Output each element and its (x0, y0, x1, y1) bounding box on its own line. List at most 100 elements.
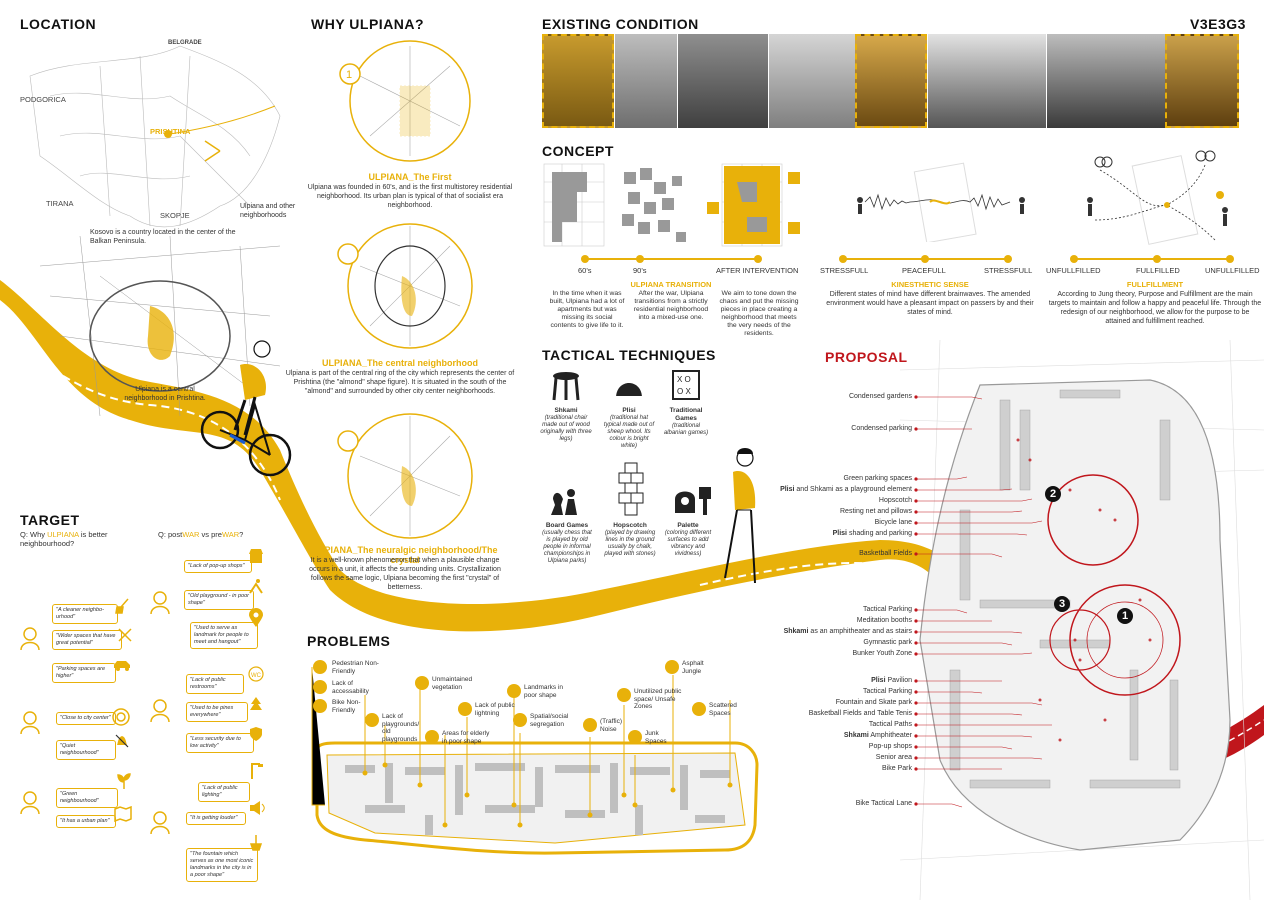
broom-icon (115, 598, 129, 614)
person-avatar-4 (150, 591, 170, 614)
proposal-leader-line (916, 476, 968, 480)
scale-stressfull-1: STRESSFULL (820, 266, 869, 275)
why-first-text: Ulpiana was founded in 60's, and is the … (307, 184, 513, 209)
quote-right-1: "Lack of pop-up shops" (184, 560, 252, 573)
elderly-icon (425, 730, 439, 744)
scale-60s: 60's (578, 266, 592, 275)
photo-2 (615, 34, 677, 128)
problem-scattered: Scattered Spaces (709, 702, 737, 717)
quote-left-7: "It has a urban plan" (56, 815, 116, 828)
concept-title: CONCEPT (542, 143, 614, 159)
proposal-label-3: Green parking spaces (844, 475, 912, 482)
proposal-title: PROPOSAL (825, 349, 908, 365)
problem-pedestrian: Pedestrian Non-Friendly (332, 660, 379, 675)
city-tirana: TIRANA (46, 199, 74, 208)
scale-unfullfilled-2: UNFULLFILLED (1205, 266, 1260, 275)
proposal-leader-line (916, 691, 983, 694)
problem-noise: (Traffic) Noise (600, 718, 623, 733)
plisi-icon (616, 383, 642, 399)
why-first-title: ULPIANA_The First (368, 172, 452, 182)
why-ulpiana-circles: 1 (337, 40, 473, 539)
wc-icon: WC (248, 666, 264, 682)
proposal-leader-line (916, 631, 1023, 634)
proposal-leader-line (916, 488, 1013, 491)
city-skopje: SKOPJE (160, 211, 190, 220)
proposal-label-1: Condensed gardens (849, 393, 912, 400)
tech-board-name: Board Games (545, 522, 589, 529)
proposal-leader-dot (914, 701, 918, 705)
proposal-label-22: Senior area (876, 754, 912, 761)
target-q2-hl2: WAR (221, 530, 240, 539)
target-title: TARGET (20, 512, 80, 528)
target-q1-pre: Q: Why (20, 530, 48, 539)
person-avatar-2 (20, 711, 40, 734)
proposal-label-text: Tactical Parking (862, 606, 912, 613)
target-icon (112, 708, 130, 726)
proposal-label-text: as an amphitheater and as stairs (808, 628, 912, 635)
target-question-2: Q: postWAR vs preWAR? (158, 530, 243, 539)
proposal-label-bold: Plisi (780, 486, 795, 493)
proposal-leader-line (916, 510, 1023, 513)
tech-plisi-label: Plisi(traditional hat typical made out o… (603, 407, 655, 450)
proposal-label-12: Shkami as an amphitheater and as stairs (784, 628, 912, 635)
proposal-label-text: Bunker Youth Zone (852, 650, 912, 657)
proposal-leader-dot (914, 477, 918, 481)
shield-icon (250, 727, 262, 741)
proposal-label-11: Meditation booths (857, 617, 912, 624)
person-avatar-5 (150, 699, 170, 722)
quote-right-3: "Used to serve as landmark for people to… (190, 622, 258, 649)
proposal-leader-dot (914, 488, 918, 492)
proposal-leader-dot (914, 690, 918, 694)
location-caption-kosovo: Kosovo is a country located in the cente… (90, 229, 236, 245)
proposal-label-text: Meditation booths (856, 617, 912, 624)
proposal-leader-dot (914, 630, 918, 634)
proposal-label-text: Basketball Fields (859, 550, 912, 557)
location-map (29, 45, 281, 416)
quote-right-5: "Used to be pines everywhere" (186, 702, 248, 722)
scale-stressfull-2: STRESSFULL (984, 266, 1033, 275)
proposal-leader-dot (914, 552, 918, 556)
proposal-leader-dot (914, 802, 918, 806)
proposal-leader-dot (914, 679, 918, 683)
playground-icon (249, 579, 263, 594)
tech-plisi-desc: (traditional hat typical made out of she… (603, 415, 655, 449)
quote-right-4: "Lack of public restrooms" (186, 674, 244, 694)
quote-right-8: "It is getting louder" (186, 812, 246, 825)
tech-palette-name: Palette (677, 522, 699, 529)
proposal-label-19: Tactical Paths (869, 721, 912, 728)
walking-person-illustration (724, 448, 756, 584)
proposal-label-5: Hopscotch (879, 497, 912, 504)
shkami-icon (552, 372, 580, 401)
asphalt-icon (665, 660, 679, 674)
why-ulpiana-title: WHY ULPIANA? (311, 16, 425, 32)
concept-col2: After the war, Ulpiana transitions from … (633, 290, 709, 321)
scale-90s: 90's (633, 266, 647, 275)
proposal-leader-dot (914, 723, 918, 727)
proposal-label-13: Gymnastic park (863, 639, 912, 646)
proposal-leader-dot (914, 427, 918, 431)
target-question-1: Q: Why ULPIANA is better neighbourhood? (20, 530, 140, 548)
person-avatar-3 (20, 791, 40, 814)
zone-badge-3: 3 (1054, 596, 1070, 612)
existing-title: EXISTING CONDITION (542, 16, 699, 32)
proposal-label-10: Tactical Parking (863, 606, 912, 613)
mute-bell-icon (115, 734, 129, 748)
concept-kinesthetic-text: Different states of mind have different … (826, 291, 1034, 316)
photo-7 (1047, 34, 1165, 128)
tech-board-desc: (usually chess that is played by old peo… (542, 530, 592, 564)
expand-arrows-icon (118, 628, 132, 642)
quote-left-2: "Wider spaces that have great potential" (52, 630, 122, 650)
tech-games-label: Traditional Games(traditional albanian g… (660, 407, 712, 437)
proposal-label-bold: Plisi (871, 677, 886, 684)
scale-after-intervention: AFTER INTERVENTION (716, 266, 799, 275)
cyclist-illustration (200, 340, 292, 477)
proposal-label-text: and Shkami as a playground element (794, 486, 912, 493)
svg-text:WC: WC (251, 673, 262, 679)
palette-icon (675, 487, 711, 515)
proposal-label-17: Fountain and Skate park (836, 699, 912, 706)
proposal-leader-line (916, 498, 1033, 502)
tech-shkami-name: Shkami (554, 407, 578, 414)
proposal-label-text: Condensed parking (851, 425, 912, 432)
tech-hopscotch-label: Hopscotch(played by drawing lines in the… (603, 522, 657, 558)
